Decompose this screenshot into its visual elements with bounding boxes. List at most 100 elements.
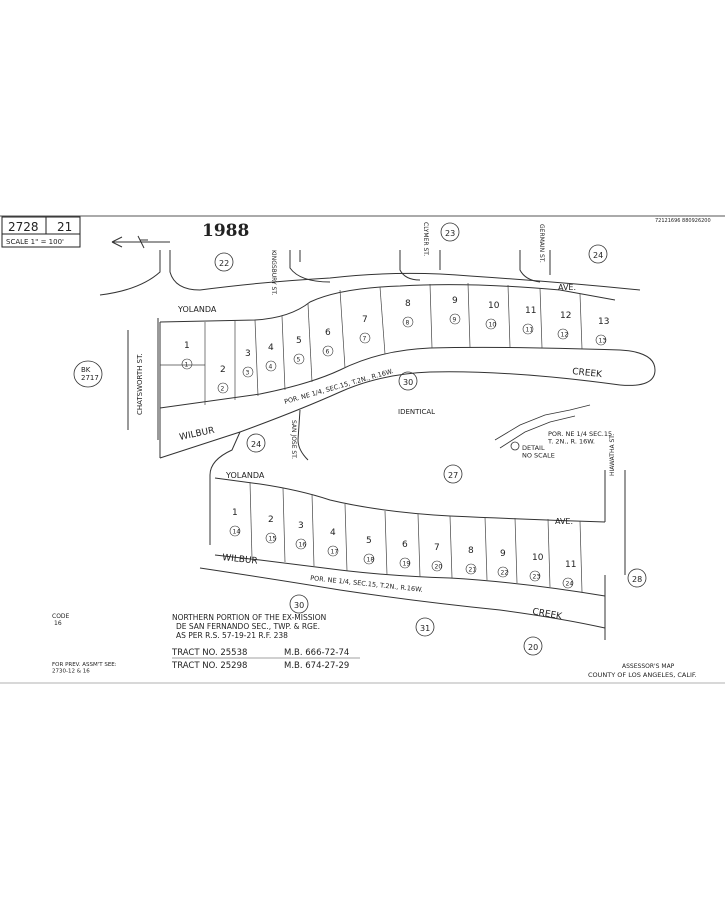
- legal-desc-top: POR. NE 1/4, SEC.15, T.2N., R.16W.: [283, 367, 394, 406]
- lot-number-bottom: 11: [565, 560, 576, 570]
- parcel-number-top-circle: [402, 316, 414, 328]
- parcel-number-top: 12: [561, 332, 569, 339]
- lot-number-top: 10: [488, 301, 500, 311]
- lot-number-bottom: 4: [330, 528, 336, 538]
- parcel-number-bottom-circle: [497, 566, 509, 578]
- detail-sketch: [494, 404, 591, 451]
- parcel-number-bottom: 15: [269, 536, 277, 543]
- parcel-number-bottom: 14: [233, 529, 241, 536]
- parcel-number-top: 11: [526, 327, 534, 334]
- map-book-number: 2728: [8, 220, 39, 234]
- title-line-1: NORTHERN PORTION OF THE EX-MISSION: [172, 613, 326, 622]
- map-ref-24b: 24: [251, 440, 261, 449]
- map-ref-24a: 24: [593, 251, 603, 260]
- page-number: 21: [57, 220, 72, 234]
- lot-number-bottom: 5: [366, 536, 372, 546]
- street-label-ave-top: AVE.: [558, 283, 576, 292]
- lot-number-top: 11: [525, 306, 536, 316]
- parcel-number-bottom: 16: [299, 542, 307, 549]
- county-label: COUNTY OF LOS ANGELES, CALIF.: [588, 671, 697, 679]
- parcel-number-top-circle: [522, 323, 534, 335]
- lot-number-bottom: 10: [532, 553, 544, 563]
- parcel-number-bottom: 19: [403, 561, 411, 568]
- north-arrow-icon: [111, 235, 170, 249]
- parcel-number-bottom-circle: [465, 563, 477, 575]
- scale-box: [1, 233, 81, 248]
- map-ref-27: 27: [448, 471, 458, 480]
- lot-number-bottom: 6: [402, 540, 408, 550]
- street-label-yolanda-bottom: YOLANDA: [225, 471, 265, 480]
- parcel-number-top-circle: [449, 313, 461, 325]
- parcel-number-bottom-circle: [295, 538, 307, 550]
- parcel-number-bottom-circle: [327, 545, 339, 557]
- map-ref-22: 22: [219, 259, 229, 268]
- street-label-creek-top: CREEK: [572, 367, 604, 380]
- lot-number-top: 9: [452, 296, 458, 306]
- lot-number-top: 4: [268, 343, 274, 353]
- street-label-wilbur-bottom: WILBUR: [222, 553, 258, 567]
- street-label-germain: GERMAIN ST.: [538, 224, 545, 263]
- parcel-number-top: 10: [489, 322, 497, 329]
- street-label-yolanda-top: YOLANDA: [177, 305, 217, 314]
- parcel-number-top-circle: [485, 318, 497, 330]
- parcel-number-top: 1: [185, 362, 189, 369]
- tract-1: TRACT NO. 25538: [171, 648, 247, 658]
- parcel-number-bottom-circle: [562, 577, 574, 589]
- street-lines: [99, 250, 656, 640]
- lot-number-bottom: 3: [298, 521, 304, 531]
- lot-number-top: 8: [405, 299, 411, 309]
- tract-2: TRACT NO. 25298: [171, 661, 247, 671]
- parcel-number-top-circle: [359, 332, 371, 344]
- parcel-number-bottom: 22: [501, 570, 509, 577]
- lot-number-top: 1: [184, 341, 190, 351]
- lot-number-bottom: 1: [232, 508, 238, 518]
- parcel-number-bottom-circle: [431, 560, 443, 572]
- lot-number-top: 12: [560, 311, 571, 321]
- identical-label: IDENTICAL: [398, 408, 435, 416]
- code-value: 16: [54, 620, 62, 627]
- map-ref-23: 23: [445, 229, 455, 238]
- lot-number-top: 13: [598, 317, 609, 327]
- parcel-number-bottom-circle: [265, 532, 277, 544]
- lot-number-top: 3: [245, 349, 251, 359]
- parcel-number-top: 5: [297, 357, 301, 364]
- street-label-kingsbury: KINGSBURY ST.: [270, 250, 277, 295]
- map-ref-circles: [73, 222, 647, 656]
- street-label-creek-bottom: CREEK: [531, 607, 563, 622]
- lot-number-bottom: 9: [500, 549, 506, 559]
- year-stamp: 1988: [202, 221, 249, 241]
- lot-number-bottom: 8: [468, 546, 474, 556]
- title-line-2: DE SAN FERNANDO SEC., TWP. & RGE.: [176, 622, 320, 631]
- parcel-number-top-circle: [595, 334, 607, 346]
- parcel-number-bottom-circle: [529, 570, 541, 582]
- parcel-number-bottom-circle: [399, 557, 411, 569]
- parcel-number-top: 4: [269, 364, 273, 371]
- street-label-wilbur-top: WILBUR: [179, 426, 216, 443]
- parcel-number-top-circle: [293, 353, 305, 365]
- parcel-number-top: 13: [599, 338, 607, 345]
- lot-number-top: 6: [325, 328, 331, 338]
- assessor-label: ASSESSOR'S MAP: [622, 663, 675, 670]
- parcel-number-top-circle: [322, 345, 334, 357]
- legal-desc-bottom: POR. NE 1/4, SEC.15, T.2N., R.16W.: [310, 574, 423, 594]
- top-right-codes: 72121696 880926200: [655, 218, 711, 224]
- lot-number-top: 5: [296, 336, 302, 346]
- map-ref-31: 31: [420, 624, 430, 633]
- parcel-number-top: 9: [453, 317, 457, 324]
- parcel-number-top-circle: [242, 366, 254, 378]
- tract-1-mb: M.B. 666-72-74: [284, 648, 349, 658]
- map-ref-30b: 30: [294, 601, 304, 610]
- lot-number-top: 7: [362, 315, 368, 325]
- lot-number-top: 2: [220, 365, 226, 375]
- parcel-number-top: 3: [246, 370, 250, 377]
- map-ref-20: 20: [528, 643, 538, 652]
- parcel-number-bottom: 24: [566, 581, 574, 588]
- parcel-number-bottom: 17: [331, 549, 339, 556]
- parcel-number-top: 7: [363, 336, 367, 343]
- tract-2-mb: M.B. 674-27-29: [284, 661, 349, 671]
- street-label-san-jose: SAN JOSE ST.: [290, 420, 297, 459]
